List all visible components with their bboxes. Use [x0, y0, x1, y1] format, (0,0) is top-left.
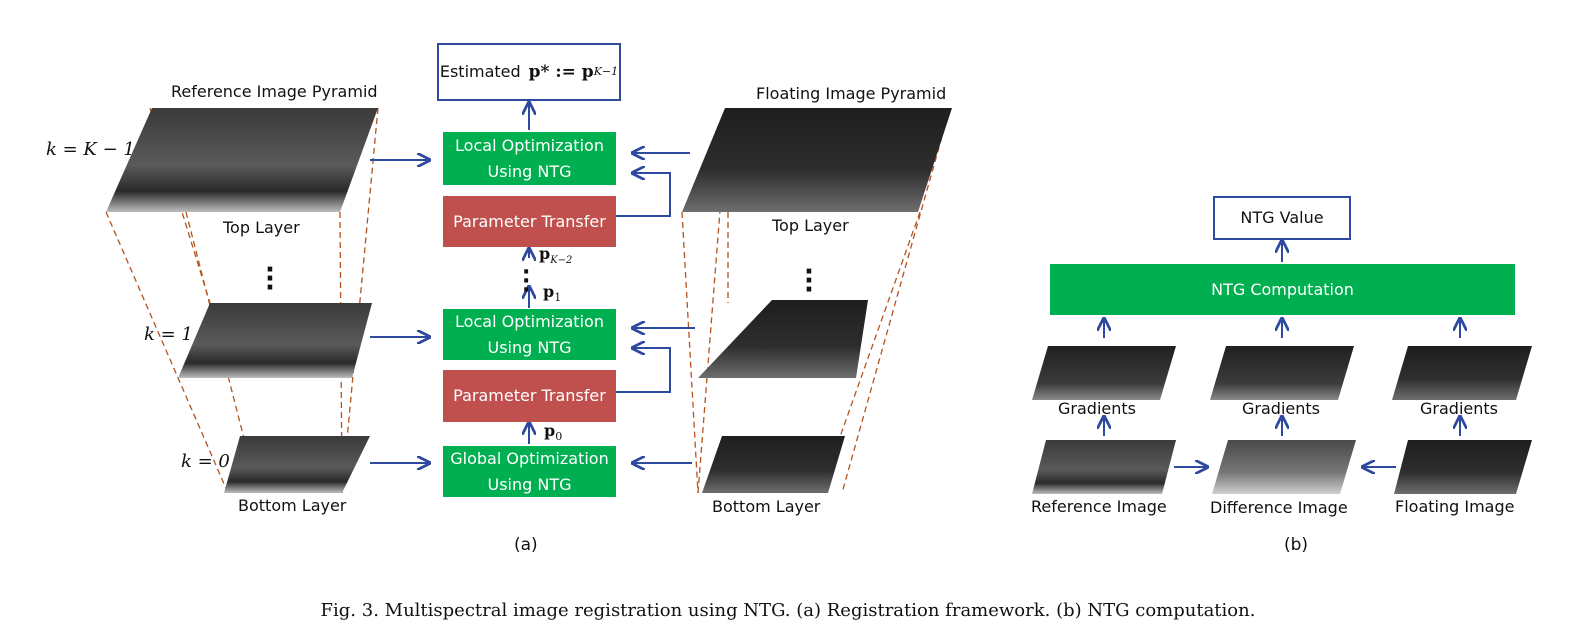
local-optimization-top-box: Local Optimization Using NTG: [443, 132, 616, 185]
ntg-arrows: [1104, 242, 1460, 467]
ntg-computation-box: NTG Computation: [1050, 264, 1515, 315]
p-k2-base: p: [539, 244, 551, 263]
floating-gradients-label: Gradients: [1420, 399, 1498, 418]
difference-image-label: Difference Image: [1210, 498, 1348, 517]
local-opt-top-line1: Local Optimization: [455, 135, 604, 155]
estimated-subscript: K−1: [593, 65, 619, 78]
difference-gradients-label: Gradients: [1242, 399, 1320, 418]
reference-image-label: Reference Image: [1031, 497, 1167, 516]
reference-middle-layer-image: [178, 303, 372, 378]
p-k2-sub: K−2: [550, 255, 573, 267]
reference-top-layer-label: Top Layer: [223, 218, 300, 237]
p-one-label: p1: [543, 282, 562, 305]
ntg-value-box: NTG Value: [1213, 196, 1351, 240]
floating-ellipsis: ···: [804, 257, 814, 305]
reference-bottom-layer-image: [224, 436, 370, 493]
local-opt-mid-line2: Using NTG: [487, 337, 572, 357]
floating-image-label: Floating Image: [1395, 497, 1515, 516]
global-opt-line1: Global Optimization: [450, 448, 609, 468]
floating-gradients-image: [1392, 346, 1532, 400]
floating-bottom-layer-label: Bottom Layer: [712, 497, 821, 516]
floating-pyramid-title: Floating Image Pyramid: [756, 84, 947, 103]
estimated-prefix: Estimated: [439, 62, 521, 81]
pipeline-ellipsis: ···: [522, 260, 531, 303]
floating-image-thumb: [1394, 440, 1532, 494]
floating-top-layer-label: Top Layer: [772, 216, 849, 235]
local-opt-top-line2: Using NTG: [487, 161, 572, 181]
subfigure-b-label: (b): [1284, 535, 1309, 555]
estimated-math: p* := p: [528, 62, 594, 82]
floating-bottom-layer-image: [702, 436, 845, 493]
figure-caption: Fig. 3. Multispectral image registration…: [320, 600, 1256, 621]
p-k-minus-2-label: pK−2: [539, 246, 572, 266]
reference-ellipsis: ···: [265, 255, 275, 303]
pipeline-arrows: [370, 104, 695, 463]
p-zero-base: p: [544, 421, 556, 440]
subfigure-a-label: (a): [514, 535, 538, 555]
global-opt-line2: Using NTG: [487, 474, 572, 494]
p-one-base: p: [543, 282, 555, 301]
global-optimization-box: Global Optimization Using NTG: [443, 446, 616, 497]
local-optimization-mid-box: Local Optimization Using NTG: [443, 309, 616, 360]
k-one-label: k = 1: [144, 324, 193, 345]
p-zero-sub: 0: [555, 430, 563, 444]
p-zero-label: p0: [544, 421, 563, 444]
difference-gradients-image: [1210, 346, 1354, 400]
k-top-label: k = K − 1: [46, 139, 135, 160]
difference-image-thumb: [1212, 440, 1356, 494]
reference-gradients-label: Gradients: [1058, 399, 1136, 418]
p-one-sub: 1: [554, 291, 562, 305]
reference-bottom-layer-label: Bottom Layer: [238, 496, 347, 515]
parameter-transfer-mid-box: Parameter Transfer: [443, 370, 616, 422]
floating-top-layer-image: [682, 108, 952, 212]
k-zero-label: k = 0: [181, 451, 230, 472]
floating-middle-layer-image: [698, 300, 868, 378]
reference-image-thumb: [1032, 440, 1176, 494]
reference-top-layer-image: [106, 108, 378, 212]
reference-pyramid-title: Reference Image Pyramid: [171, 82, 378, 101]
local-opt-mid-line1: Local Optimization: [455, 311, 604, 331]
reference-gradients-image: [1032, 346, 1176, 400]
parameter-transfer-top-box: Parameter Transfer: [443, 196, 616, 247]
